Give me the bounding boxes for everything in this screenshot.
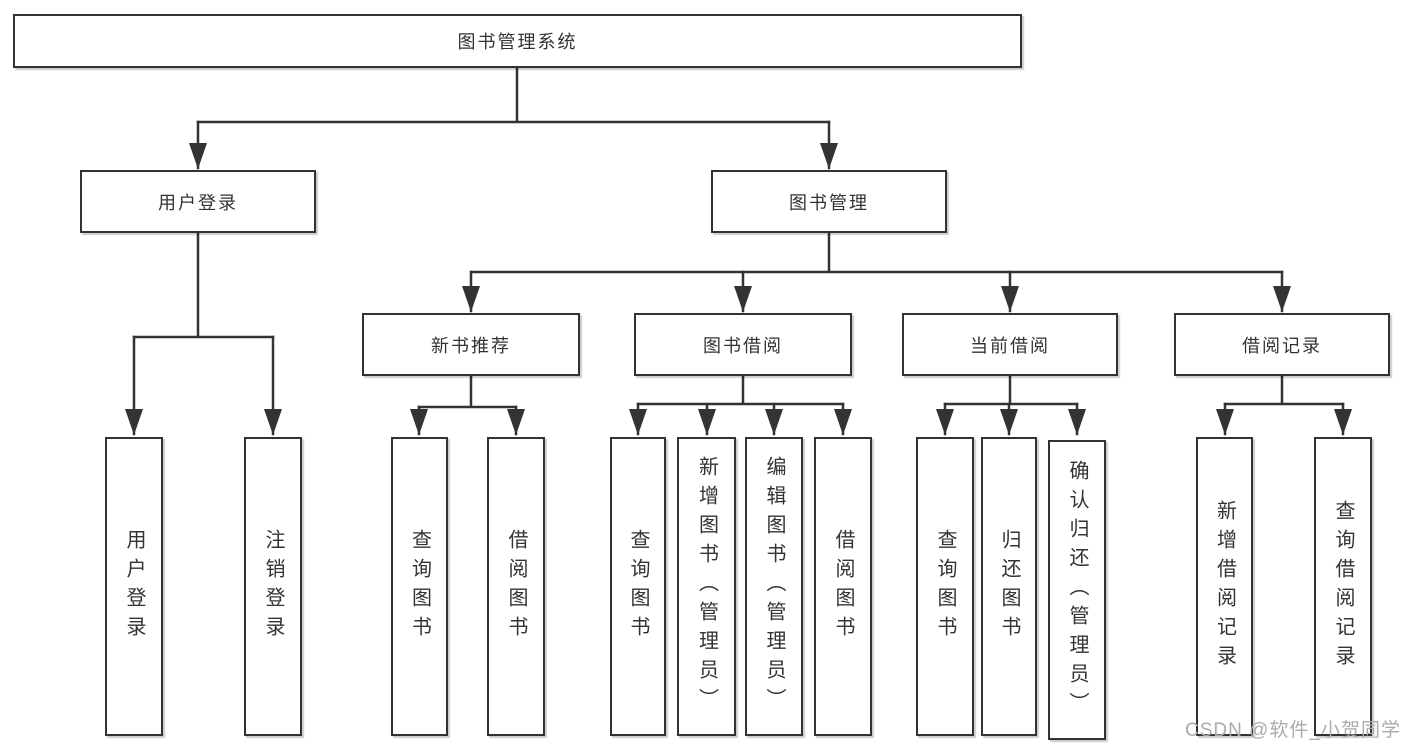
node-label: 借阅记录 [1242,335,1322,356]
leaf-cb-return-books: 归还图书 [981,437,1037,736]
leaf-br-add-record: 新增借阅记录 [1196,437,1253,736]
connector-book-management-fork [469,231,1284,274]
node-label: 确认归还（管理员） [1066,459,1088,721]
node-label: 查询图书 [408,528,431,645]
leaf-user-login: 用户登录 [105,437,163,736]
node-label: 查询图书 [934,528,956,645]
node-label: 用户登录 [158,192,238,213]
node-label: 当前借阅 [970,335,1050,356]
node-label: 借阅图书 [505,528,527,645]
node-label: 新增借阅记录 [1213,499,1236,674]
connector-user-login-fork [132,231,275,339]
node-label: 新书推荐 [431,335,511,356]
node-label: 借阅图书 [832,528,854,645]
leaf-bb-add-books-admin: 新增图书（管理员） [677,437,736,736]
connector-book-borrow-fork [636,374,845,406]
leaf-nb-query-books: 查询图书 [391,437,448,736]
node-label: 查询图书 [627,528,649,645]
node-label: 新增图书（管理员） [695,456,718,717]
node-book-management: 图书管理 [711,170,947,233]
leaf-bb-edit-books-admin: 编辑图书（管理员） [745,437,803,736]
node-label: 图书管理系统 [457,32,578,52]
leaf-bb-borrow-books: 借阅图书 [814,437,872,736]
node-current-borrow: 当前借阅 [902,313,1118,376]
node-user-login: 用户登录 [80,170,316,233]
node-library-management-system: 图书管理系统 [13,14,1022,68]
node-label: 注销登录 [262,528,284,645]
leaf-nb-borrow-books: 借阅图书 [487,437,545,736]
leaf-logout: 注销登录 [244,437,302,736]
node-label: 图书借阅 [703,335,783,356]
node-label: 图书管理 [789,192,869,213]
connector-new-book-fork [417,374,518,409]
leaf-cb-query-books: 查询图书 [916,437,974,736]
leaf-br-query-record: 查询借阅记录 [1314,437,1372,736]
node-book-borrow: 图书借阅 [634,313,852,376]
leaf-cb-confirm-return-admin: 确认归还（管理员） [1048,440,1106,740]
leaf-bb-query-books: 查询图书 [610,437,666,736]
node-new-book-recommend: 新书推荐 [362,313,580,376]
node-label: 用户登录 [123,528,145,645]
connector-root-fork [196,66,831,124]
node-label: 查询借阅记录 [1332,499,1354,674]
node-label: 归还图书 [998,528,1020,645]
node-label: 编辑图书（管理员） [763,456,785,717]
watermark: CSDN @软件_小贺同学 [1185,720,1401,741]
connector-current-borrow-fork [943,374,1079,406]
node-borrow-records: 借阅记录 [1174,313,1390,376]
connector-borrow-records-fork [1223,374,1345,406]
